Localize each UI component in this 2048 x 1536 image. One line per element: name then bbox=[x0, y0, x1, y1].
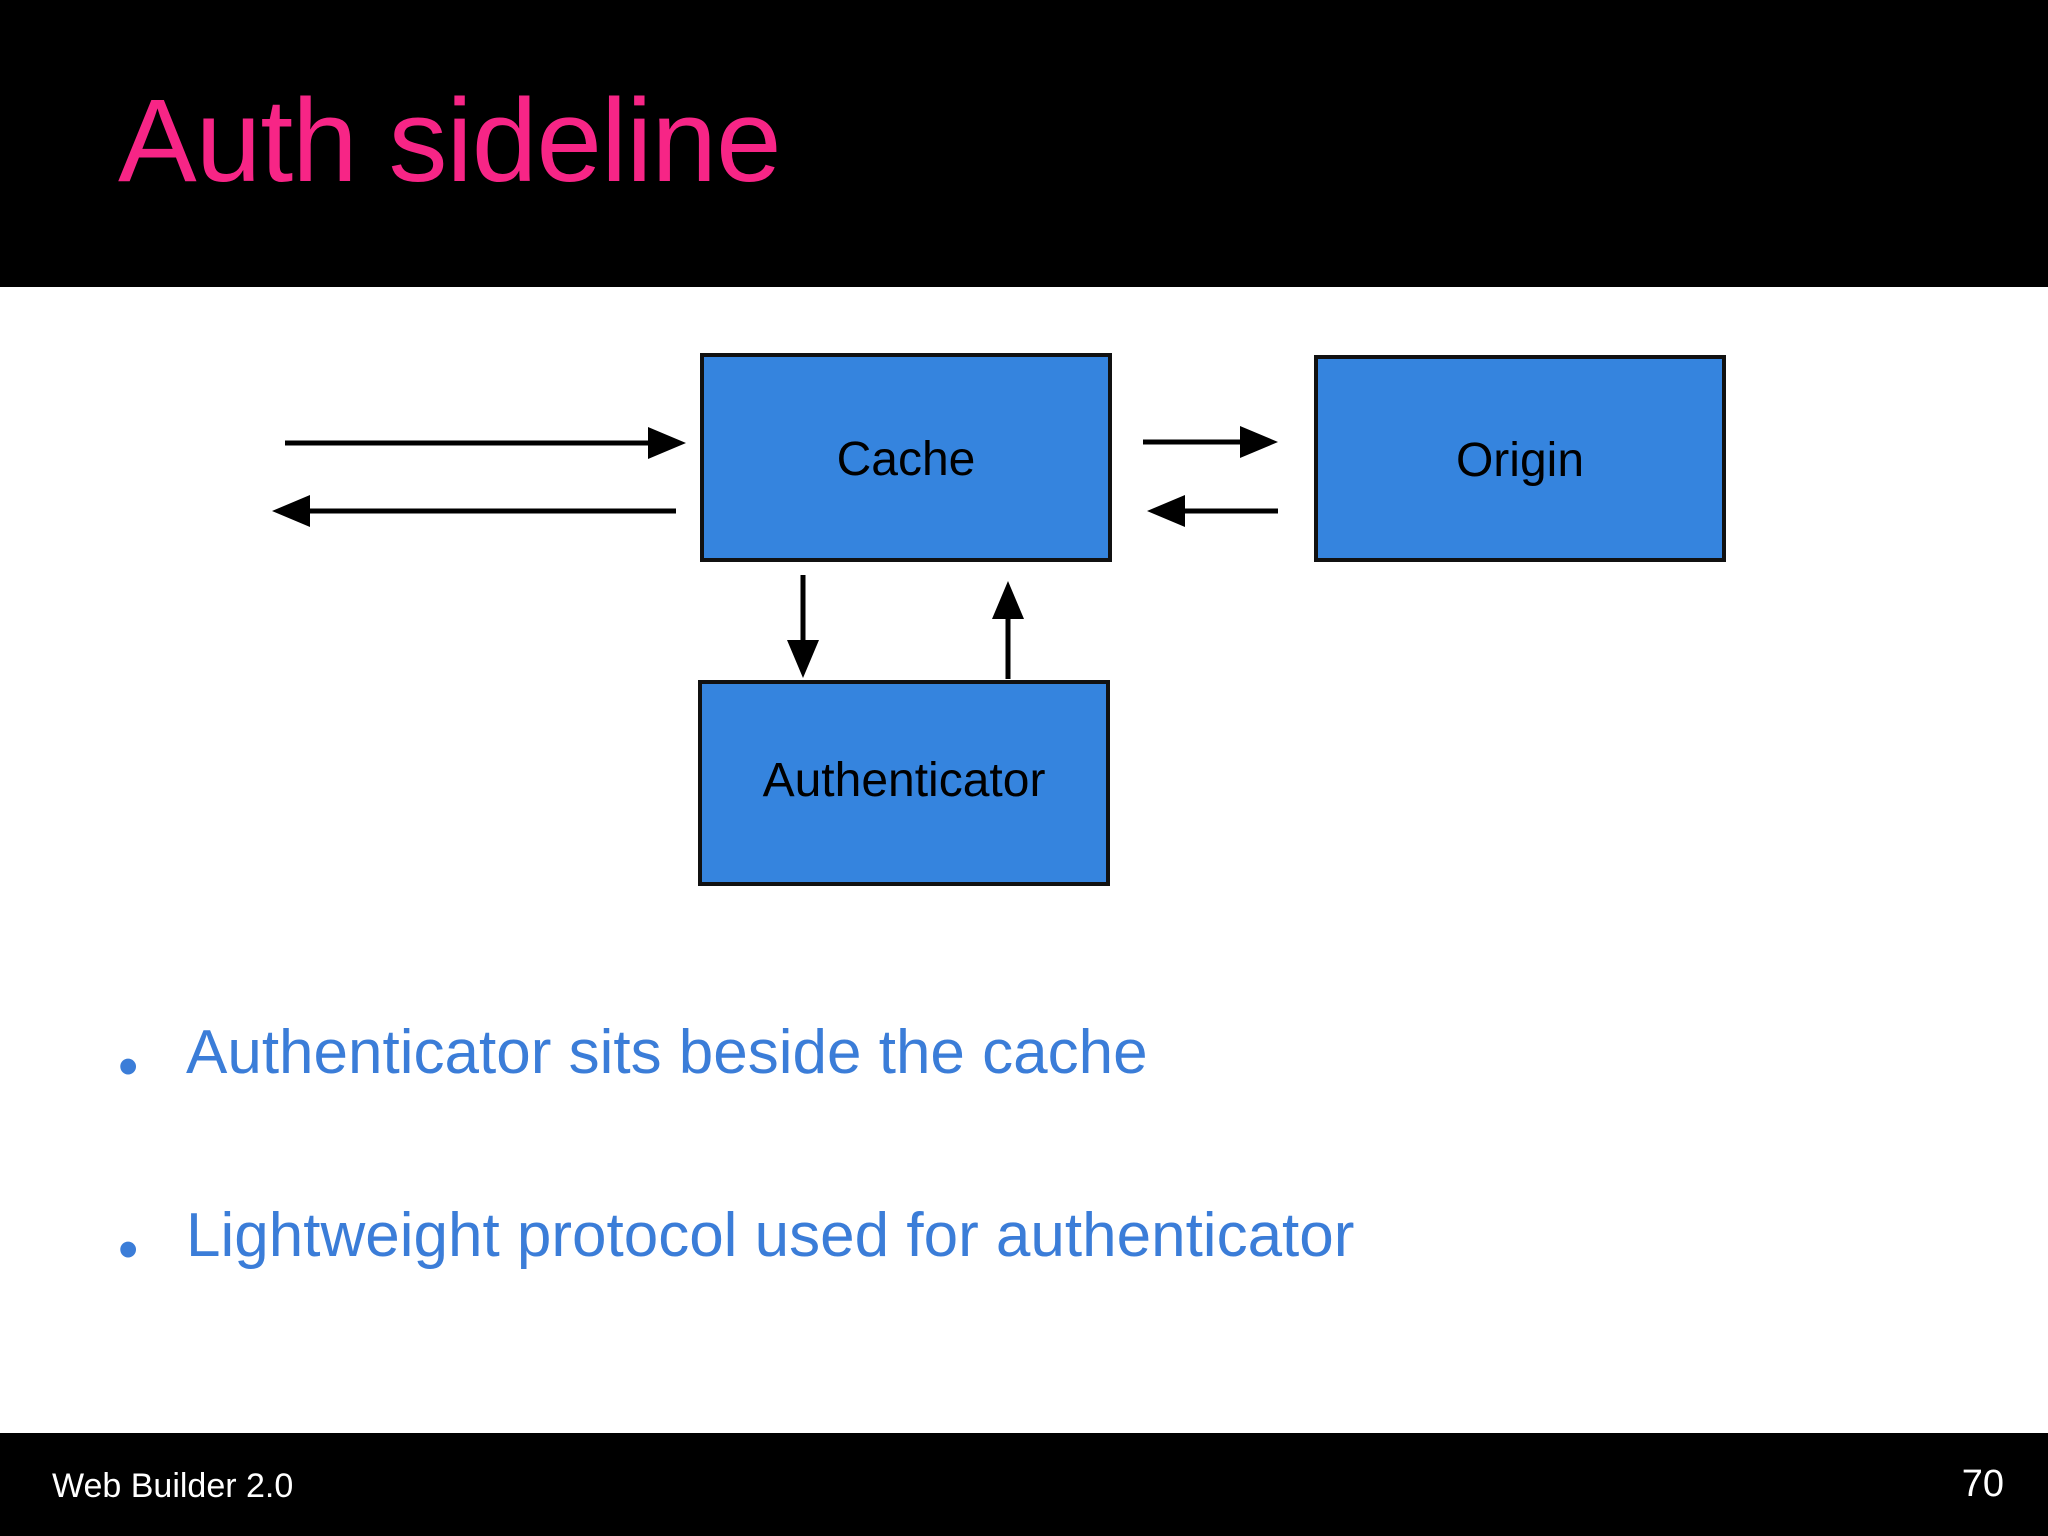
footer-band: Web Builder 2.0 70 bbox=[0, 1433, 2048, 1536]
footer-deck-title: Web Builder 2.0 bbox=[52, 1467, 294, 1505]
arrow-client-to-cache bbox=[285, 427, 686, 459]
diagram-node-authenticator[interactable]: Authenticator bbox=[698, 680, 1110, 886]
list-item: • Lightweight protocol used for authenti… bbox=[118, 1201, 1938, 1279]
arrow-cache-to-client bbox=[272, 495, 676, 527]
arrow-authenticator-to-cache bbox=[992, 581, 1024, 679]
list-item: • Authenticator sits beside the cache bbox=[118, 1018, 1938, 1096]
diagram-node-origin[interactable]: Origin bbox=[1314, 355, 1726, 562]
bullet-list: • Authenticator sits beside the cache • … bbox=[118, 1020, 1938, 1386]
bullet-marker-icon: • bbox=[118, 1217, 139, 1283]
page-title: Auth sideline bbox=[118, 75, 782, 207]
diagram-node-cache-label: Cache bbox=[836, 432, 976, 486]
diagram-node-authenticator-label: Authenticator bbox=[762, 754, 1046, 807]
diagram-node-cache[interactable]: Cache bbox=[700, 353, 1112, 562]
arrow-origin-to-cache bbox=[1147, 495, 1278, 527]
arrow-cache-to-authenticator bbox=[787, 575, 819, 678]
diagram-arrows bbox=[272, 426, 1278, 679]
bullet-marker-icon: • bbox=[118, 1034, 139, 1099]
arrow-cache-to-origin bbox=[1143, 426, 1278, 458]
title-band: Auth sideline bbox=[0, 0, 2048, 287]
bullet-text: Lightweight protocol used for authentica… bbox=[186, 1201, 1355, 1271]
diagram-node-origin-label: Origin bbox=[1455, 433, 1585, 487]
slide-page-number: 70 bbox=[1961, 1463, 2004, 1505]
bullet-text: Authenticator sits beside the cache bbox=[186, 1018, 1148, 1087]
architecture-diagram: Cache Origin Authenticator bbox=[0, 287, 2048, 987]
